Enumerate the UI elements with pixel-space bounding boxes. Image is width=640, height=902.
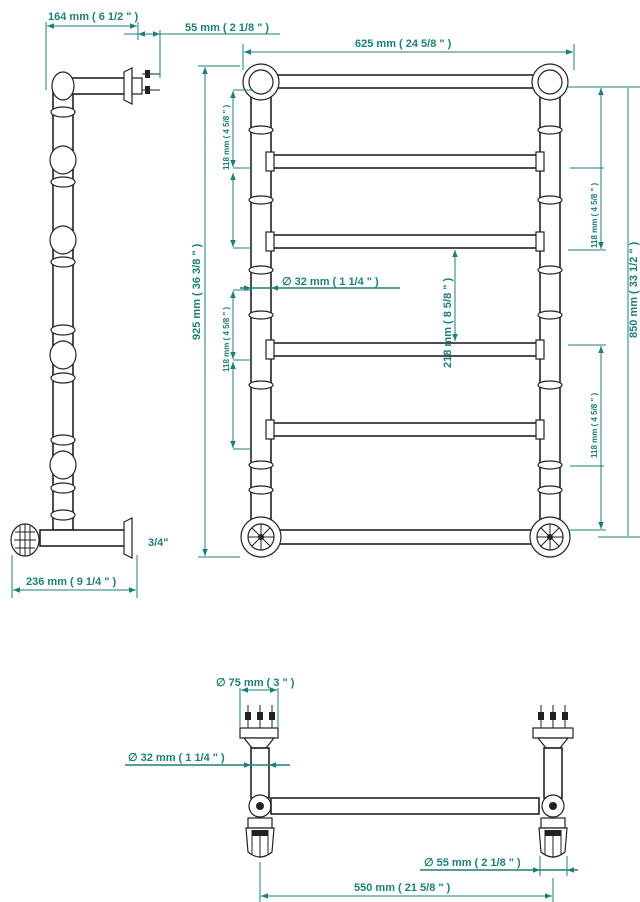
top-view: ∅ 75 mm ( 3 " ) ∅ 32 mm ( 1 1/4 " ) ∅ 55…: [125, 677, 578, 902]
side-knuckles: [49, 106, 77, 521]
dim-side-valve-depth: 55 mm ( 2 1/8 " ): [185, 22, 269, 34]
dim-front-centers: 850 mm ( 33 1/2 " ): [628, 241, 640, 338]
label-thread-size: 3/4": [148, 537, 169, 549]
front-bottom-rosette-right-icon: [529, 516, 571, 558]
top-right-flange: [532, 727, 574, 739]
top-left-riser: [250, 747, 270, 799]
dim-front-bar-spacing-lower-left: 118 mm ( 4 5/8 " ): [222, 307, 231, 372]
side-top-cap: [51, 71, 75, 101]
front-collars: [265, 151, 545, 440]
front-top-rosettes: [242, 63, 569, 101]
dim-top-tube-diameter: ∅ 32 mm ( 1 1/4 " ): [128, 752, 225, 764]
dim-front-tube-diameter: ∅ 32 mm ( 1 1/4 " ): [282, 276, 379, 288]
dim-side-bottom-depth: 236 mm ( 9 1/4 " ): [26, 576, 117, 588]
dim-front-bar-spacing-lower-right: 118 mm ( 4 5/8 " ): [590, 393, 599, 458]
dim-front-height: 925 mm ( 36 3/8 " ): [191, 243, 203, 340]
side-valve-knob-icon: [10, 523, 40, 557]
top-right-valve-knob-icon: [538, 827, 568, 858]
side-top-flange: [123, 67, 133, 105]
dim-top-centers: 550 mm ( 21 5/8 " ): [354, 882, 451, 894]
front-view: 625 mm ( 24 5/8 " ) 925 mm ( 36 3/8 " ) …: [191, 38, 640, 558]
side-bottom-arm: [39, 529, 131, 547]
top-right-riser: [543, 747, 563, 799]
front-right-post: [539, 84, 561, 526]
dim-side-top-depth: 164 mm ( 6 1/2 " ): [48, 11, 139, 23]
top-left-flange: [239, 727, 279, 739]
front-knuckles: [248, 125, 563, 495]
top-right-valve-pins-icon: [538, 705, 568, 728]
top-left-valve-knob-icon: [245, 827, 275, 858]
side-bottom-flange: [123, 517, 133, 559]
front-left-post: [250, 84, 272, 526]
dim-front-width: 625 mm ( 24 5/8 " ): [355, 38, 452, 50]
top-tube: [270, 797, 540, 815]
side-view: 164 mm ( 6 1/2 " ) 55 mm ( 2 1/8 " ) 236…: [10, 11, 280, 598]
dim-top-valve-diameter: ∅ 55 mm ( 2 1/8 " ): [424, 857, 521, 869]
dim-top-flange-diameter: ∅ 75 mm ( 3 " ): [216, 677, 295, 689]
side-valve-pins-icon: [142, 70, 160, 94]
dim-front-bar-spacing-upper-left: 118 mm ( 4 5/8 " ): [222, 105, 231, 170]
dim-front-bar-spacing-upper-right: 118 mm ( 4 5/8 " ): [590, 183, 599, 248]
front-bottom-rosette-left-icon: [240, 516, 282, 558]
top-left-valve-pins-icon: [245, 705, 275, 728]
front-bars: [271, 74, 539, 545]
dim-front-gap-spacing: 218 mm ( 8 5/8 " ): [442, 277, 454, 368]
